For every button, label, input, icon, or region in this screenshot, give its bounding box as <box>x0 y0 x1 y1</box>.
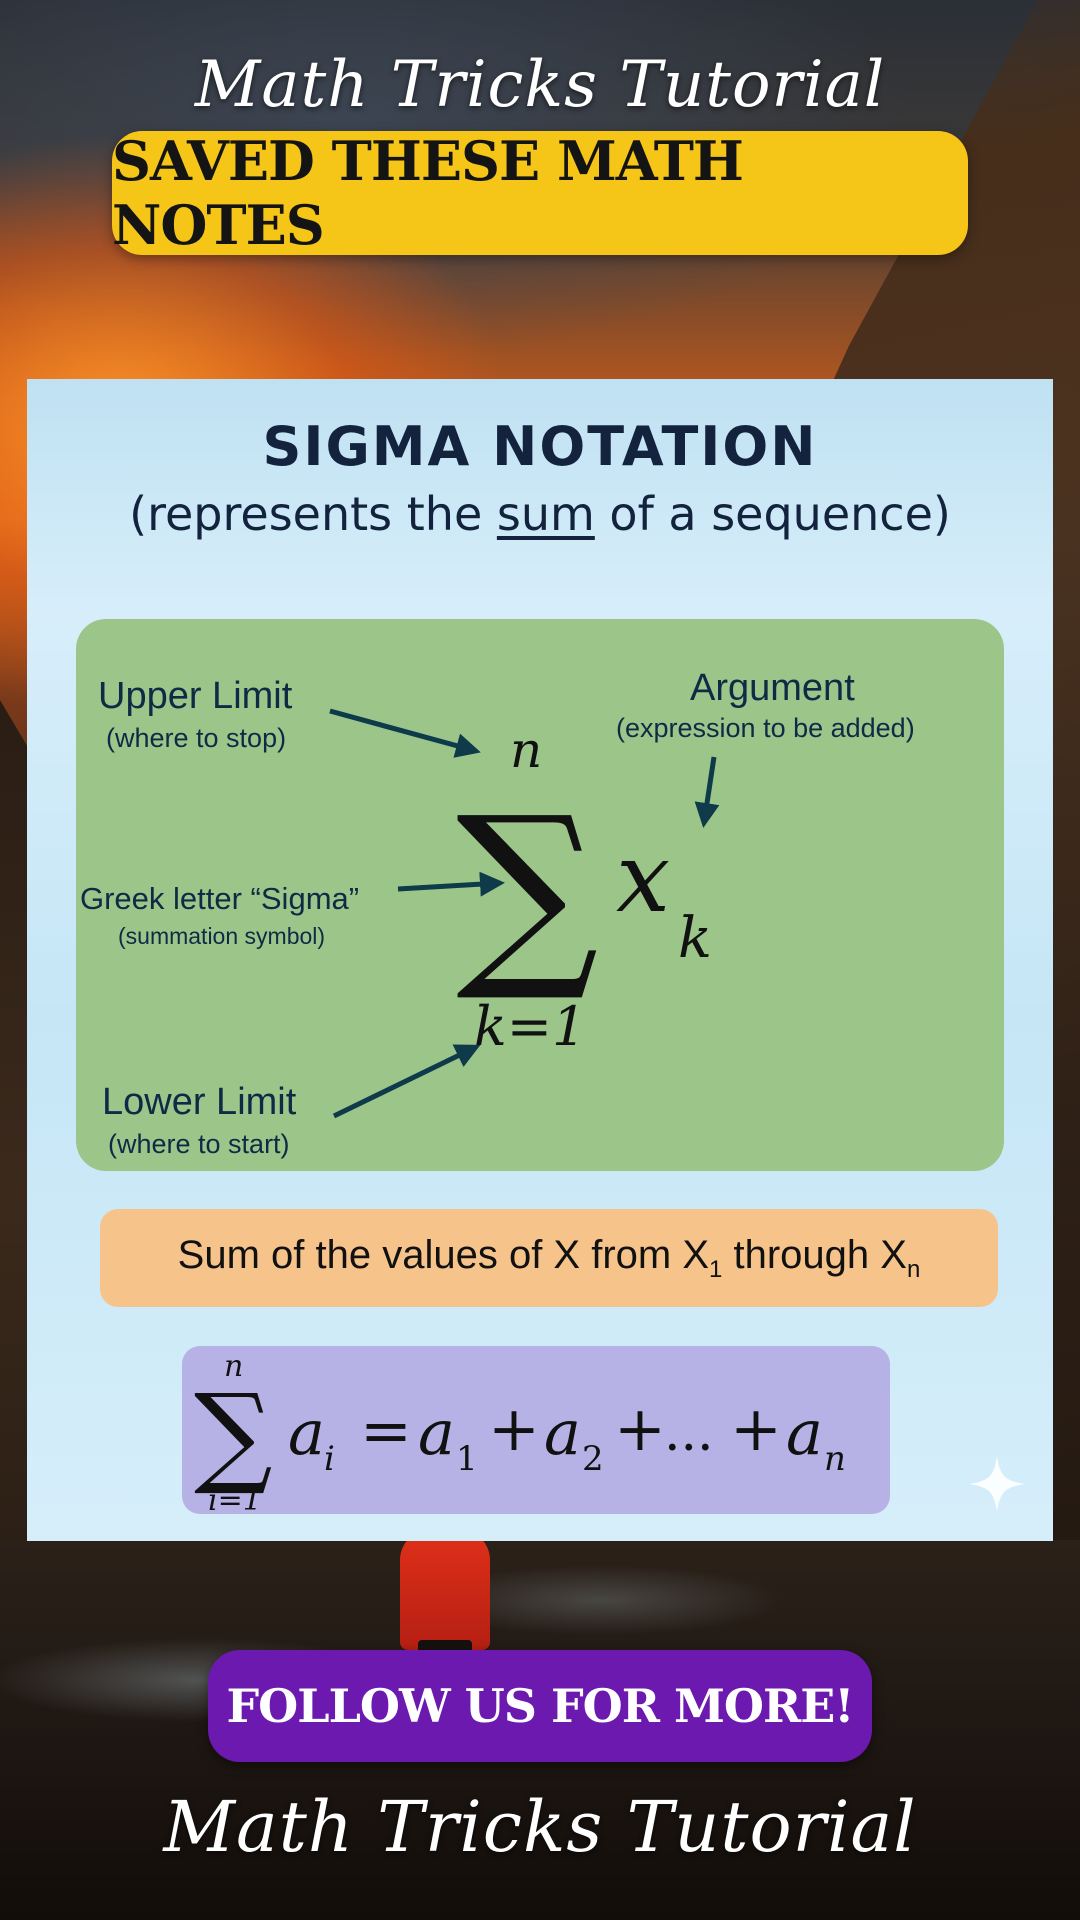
person-red-jacket <box>400 1530 490 1650</box>
brand-title-top: Math Tricks Tutorial <box>194 48 886 122</box>
sigma-symbol: ∑ <box>456 774 599 1007</box>
term-sub: k <box>678 906 712 971</box>
card-title: SIGMA NOTATION <box>262 415 818 478</box>
summation-formula: n ∑ i=1 a i = a 1 + a 2 + ... + a n <box>194 1349 846 1518</box>
formula-equals: = <box>360 1394 412 1467</box>
subtitle-before: (represents the <box>129 487 497 541</box>
formula-dots: ... <box>664 1403 714 1463</box>
formula-t1: a <box>418 1396 455 1469</box>
formula-t2-sub: 2 <box>582 1439 604 1479</box>
upper-limit-note: (where to stop) <box>106 723 287 753</box>
sigma-note: (summation symbol) <box>118 923 326 949</box>
sigma-diagram: n ∑ x k k=1 <box>329 708 720 1119</box>
subtitle-underlined: sum <box>496 487 595 541</box>
argument-label: Argument <box>690 667 855 709</box>
formula-tn-sub: n <box>824 1439 846 1479</box>
lower-expr: k=1 <box>474 995 586 1058</box>
upper-var: n <box>510 721 542 779</box>
saved-notes-banner-text: SAVED THESE MATH NOTES <box>112 129 744 257</box>
saved-notes-banner: SAVED THESE MATH NOTES <box>112 129 968 257</box>
card-subtitle: (represents the sum of a sequence) <box>27 487 1053 541</box>
lower-limit-note: (where to start) <box>108 1129 290 1159</box>
description-sub1: 1 <box>709 1255 723 1283</box>
formula-t2: a <box>544 1396 581 1469</box>
brand-title-bottom: Math Tricks Tutorial <box>163 1786 917 1868</box>
lower-limit-label: Lower Limit <box>102 1081 297 1123</box>
description-sub2: n <box>906 1255 921 1283</box>
lower-limit-arrow <box>332 1044 481 1119</box>
formula-lhs-sub: i <box>324 1439 335 1479</box>
description-text: Sum of the values of X from X1 through X… <box>178 1233 921 1284</box>
formula-plus-1: + <box>488 1392 540 1465</box>
sigma-label: Greek letter “Sigma” <box>80 881 360 916</box>
sigma-notation-card: SIGMA NOTATION (represents the sum of a … <box>27 379 1053 1541</box>
upper-limit-label: Upper Limit <box>98 675 293 717</box>
formula-plus-2: + <box>614 1392 666 1465</box>
diagram-box: n ∑ x k k=1 Upper Limit (where to stop) … <box>76 619 1004 1171</box>
formula-sigma: ∑ <box>194 1370 273 1498</box>
follow-us-button[interactable]: FOLLOW US FOR MORE! <box>208 1650 872 1762</box>
sparkle-icon <box>969 1456 1025 1512</box>
formula-t1-sub: 1 <box>456 1439 478 1479</box>
formula-box: n ∑ i=1 a i = a 1 + a 2 + ... + a n <box>182 1346 890 1518</box>
subtitle-after: of a sequence) <box>594 487 951 541</box>
formula-tn: a <box>786 1396 823 1469</box>
formula-lhs-var: a <box>288 1396 325 1469</box>
upper-limit-arrow <box>329 708 481 758</box>
formula-upper: n <box>224 1349 243 1384</box>
description-box: Sum of the values of X from X1 through X… <box>100 1209 998 1307</box>
formula-plus-3: + <box>730 1392 782 1465</box>
argument-arrow <box>694 756 720 828</box>
follow-us-text: FOLLOW US FOR MORE! <box>226 1679 855 1733</box>
sigma-arrow <box>397 871 505 897</box>
term-var: x <box>616 822 670 934</box>
formula-lower: i=1 <box>208 1483 262 1514</box>
argument-note: (expression to be added) <box>616 713 915 743</box>
description-middle: through X <box>722 1232 907 1277</box>
description-before: Sum of the values of X from X <box>177 1232 710 1277</box>
